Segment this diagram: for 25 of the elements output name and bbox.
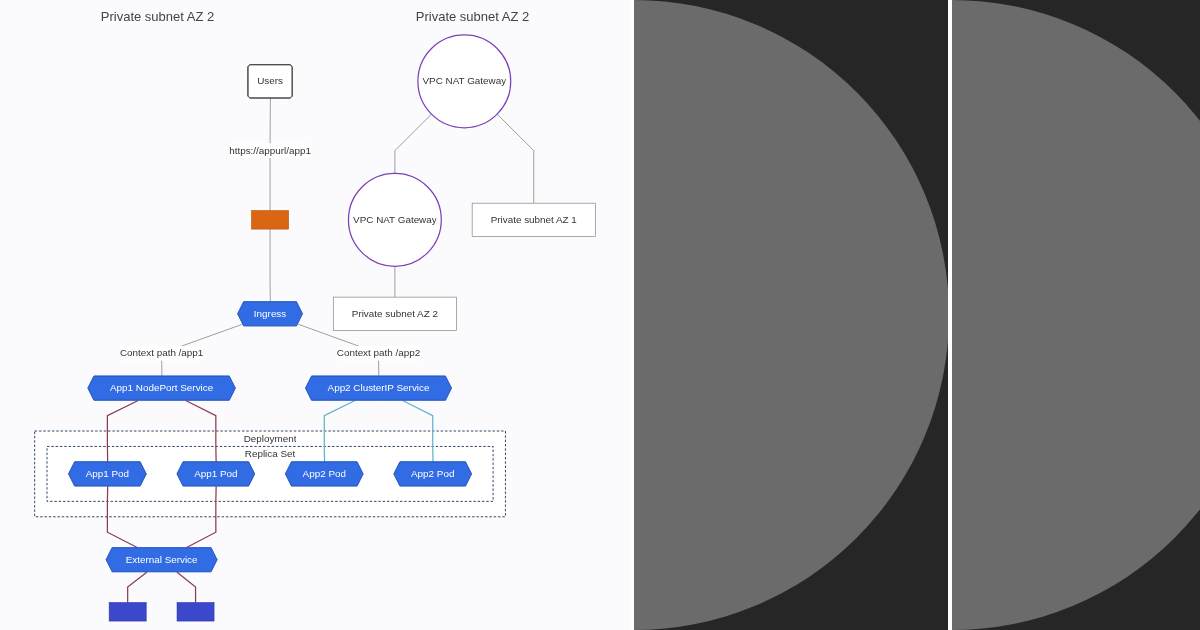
subnet-label: Private subnet AZ 2 [100, 8, 215, 24]
node-circle: VPC NAT Gateway [417, 34, 512, 129]
edge-label: https://appurl/app1 [229, 145, 311, 156]
connector [394, 265, 396, 298]
node-circle: VPC NAT Gateway [347, 172, 442, 267]
connector [185, 399, 217, 463]
connector [127, 571, 148, 604]
connector [185, 485, 217, 549]
connector [496, 113, 535, 204]
connector [401, 399, 434, 463]
node-box: Private subnet AZ 1 [471, 202, 596, 237]
edge-label: Context path /app2 [336, 347, 421, 359]
node-box [251, 210, 289, 230]
node-box [108, 602, 147, 622]
connector [176, 571, 197, 604]
edge-label: Context path /app1 [119, 347, 204, 359]
connector [106, 399, 139, 463]
node-box [176, 602, 215, 622]
subnet-label: Private subnet AZ 2 [415, 8, 530, 24]
connector [394, 113, 432, 174]
node-box: Private subnet AZ 2 [333, 296, 457, 331]
connector [323, 399, 356, 463]
connector [106, 485, 139, 549]
connector [269, 98, 271, 211]
connector [269, 228, 271, 303]
